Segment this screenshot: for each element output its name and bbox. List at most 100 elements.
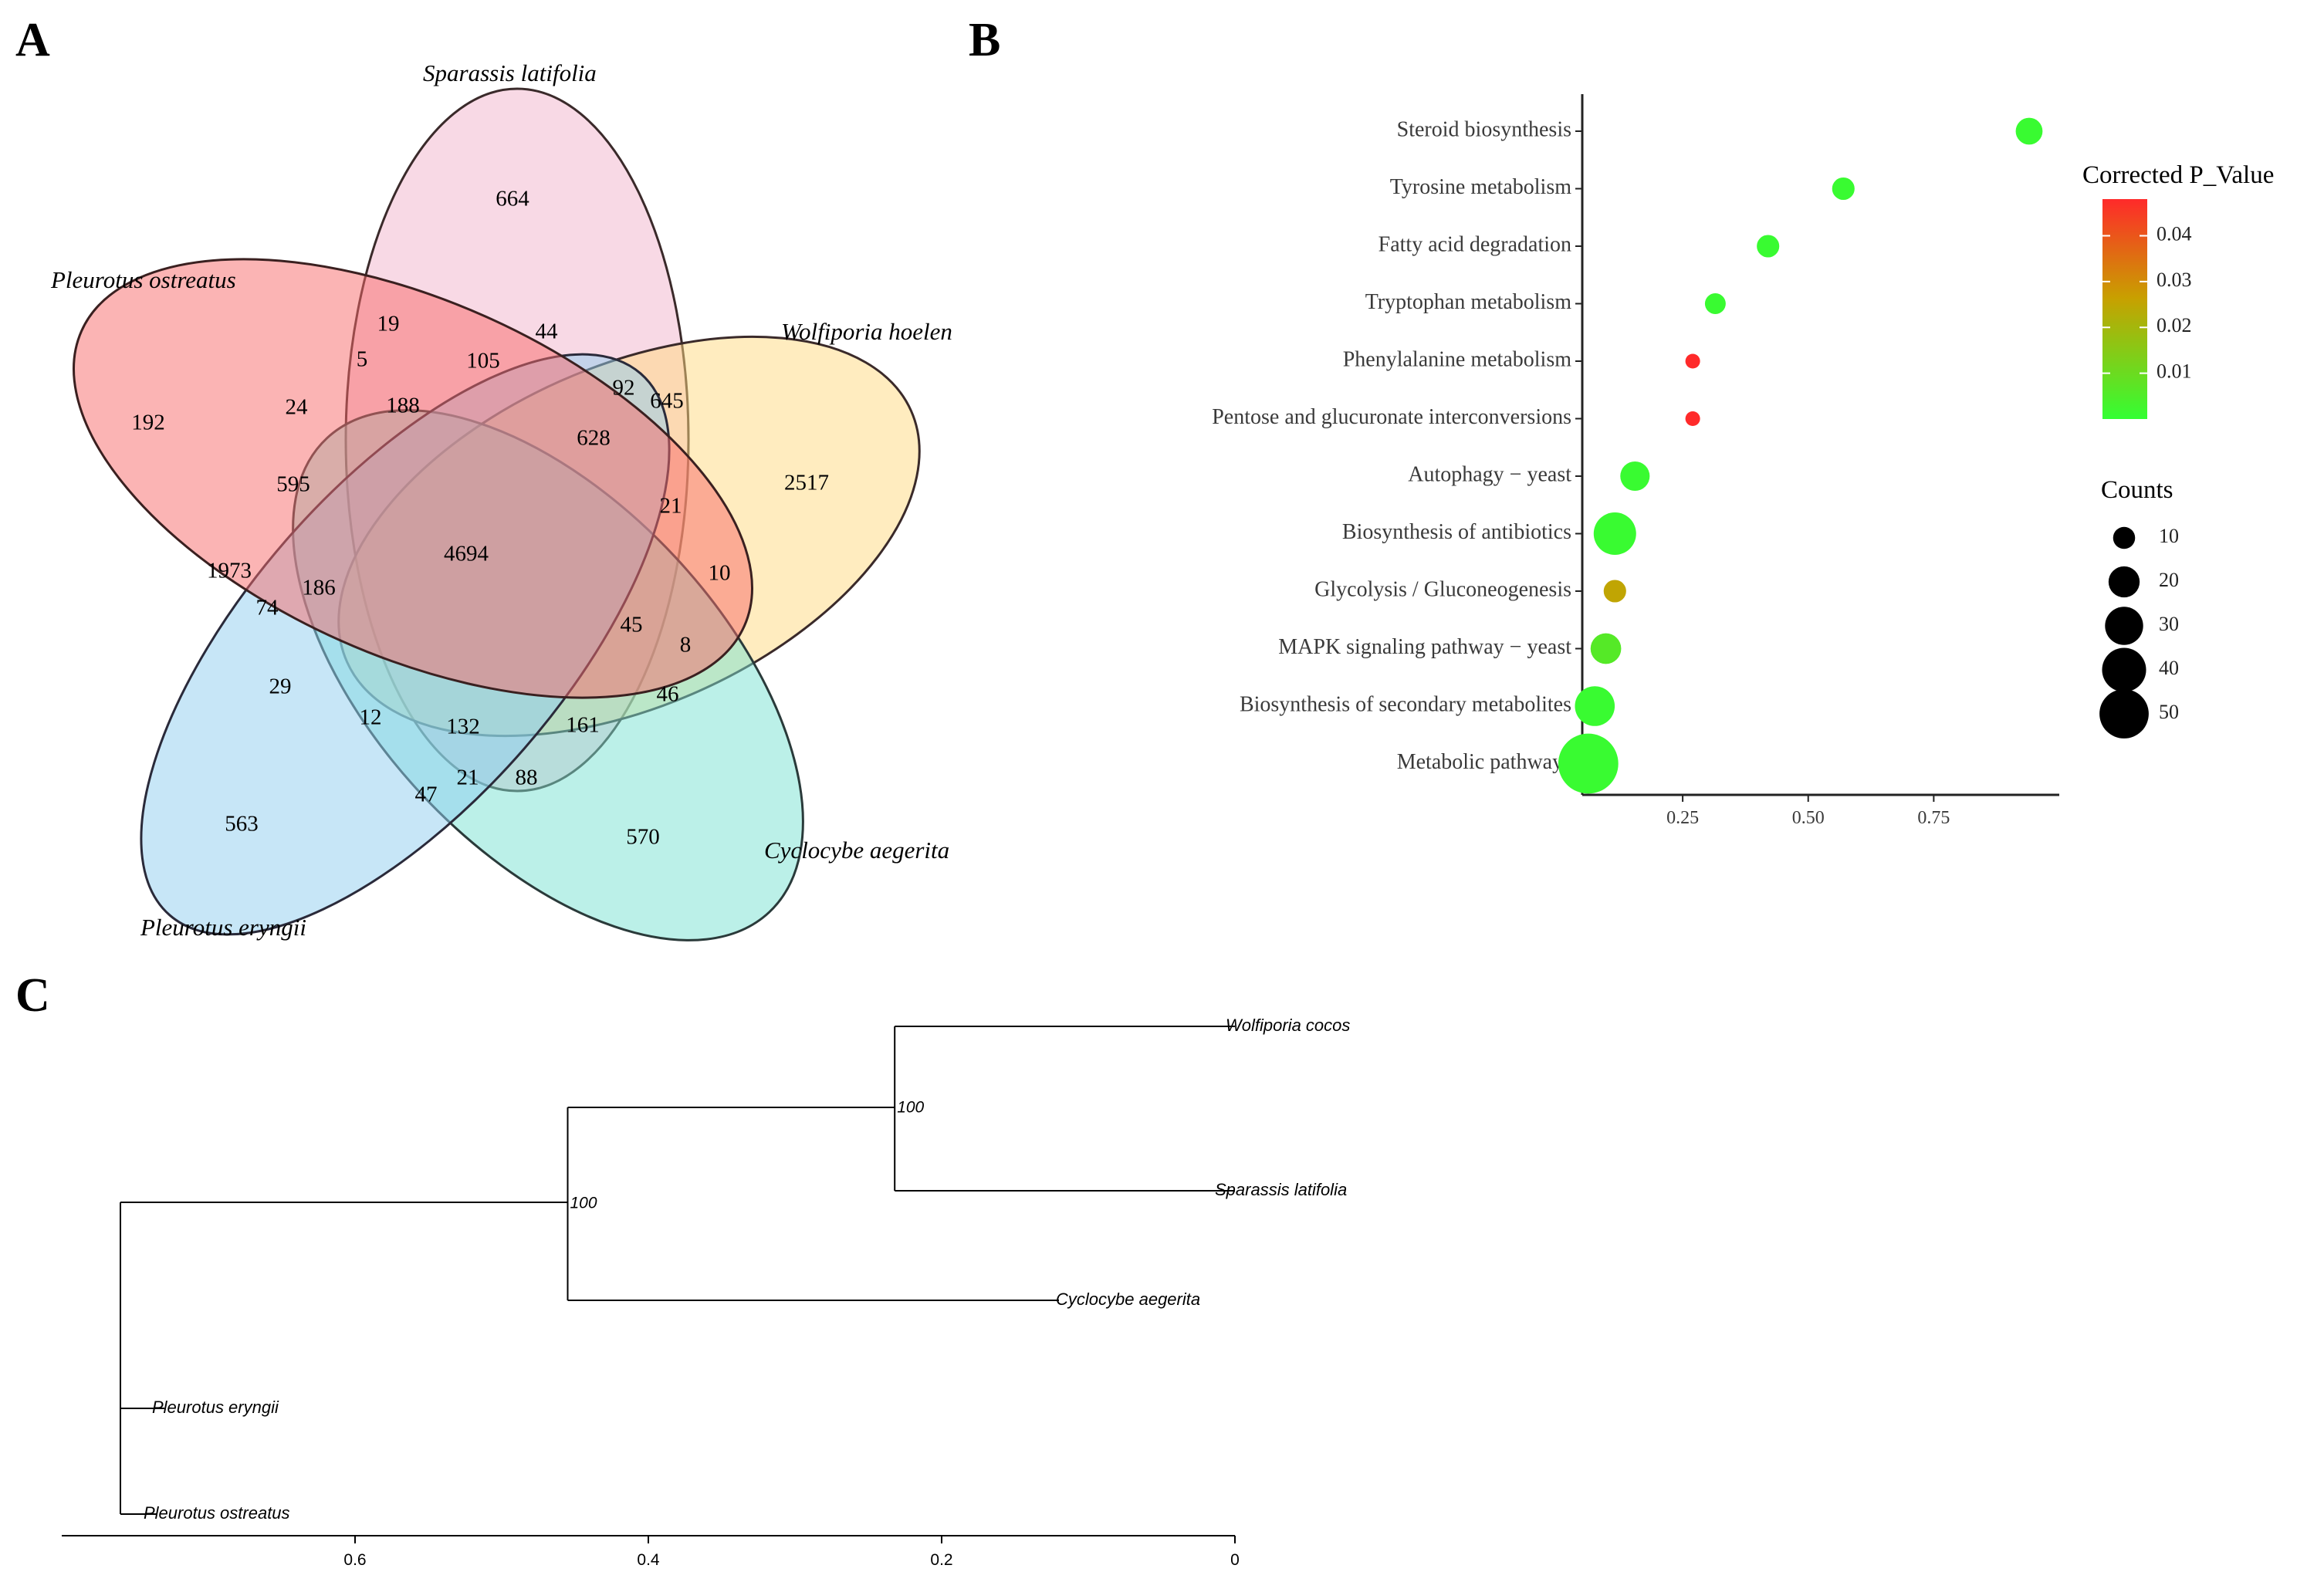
panel-a-letter: A [15, 14, 50, 66]
venn-ellipse-pleurotus-ostreatus [73, 258, 753, 699]
venn-count: 44 [536, 319, 559, 344]
venn-count: 8 [680, 633, 692, 657]
tree-scale-tick-label: 0.4 [637, 1551, 660, 1569]
enrichment-dot [1757, 235, 1780, 258]
venn-count: 161 [566, 713, 600, 738]
enrichment-dot [1590, 633, 1622, 664]
venn-count: 12 [360, 705, 382, 730]
size-legend-label: 20 [2159, 569, 2179, 591]
venn-count: 88 [516, 766, 538, 790]
tree-tip-label: Wolfiporia cocos [1226, 1016, 1350, 1035]
size-legend-label: 30 [2159, 613, 2179, 635]
enrichment-dot [1593, 512, 1636, 555]
color-legend-tick-label: 0.01 [2157, 360, 2192, 383]
venn-label-cyclocybe-aegerita: Cyclocybe aegerita [764, 837, 949, 864]
color-legend-tick-label: 0.04 [2157, 222, 2192, 245]
venn-count: 645 [650, 389, 684, 414]
size-legend-items: 10 20 30 40 50 [2099, 525, 2179, 739]
enrichment-dot [1603, 580, 1626, 603]
enrichment-dot [1832, 177, 1855, 201]
size-legend-dot [2102, 647, 2146, 692]
tree-branches [120, 1026, 1235, 1515]
pathway-label: Fatty acid degradation [1379, 232, 1571, 256]
size-legend-dot [2105, 607, 2143, 645]
pathway-label: Biosynthesis of secondary metabolites [1240, 692, 1571, 716]
enrichment-dot [1704, 293, 1726, 314]
pathway-label: Pentose and glucuronate interconversions [1212, 405, 1571, 429]
venn-count: 24 [286, 395, 309, 420]
color-legend-tick-label: 0.03 [2157, 269, 2192, 291]
venn-count: 570 [626, 825, 660, 850]
venn-count: 563 [225, 812, 259, 837]
bootstrap-label: 100 [570, 1195, 597, 1212]
color-legend-ticks: 0.04 0.03 0.02 0.01 [2102, 222, 2192, 383]
panel-c-letter: C [15, 969, 50, 1022]
tree-tip-label: Sparassis latifolia [1215, 1180, 1347, 1199]
venn-count: 4694 [444, 542, 489, 566]
venn-count: 595 [276, 472, 310, 497]
venn-label-sparassis-latifolia: Sparassis latifolia [423, 59, 597, 86]
tree-tip-label: Pleurotus ostreatus [144, 1503, 290, 1523]
x-tick-label: 0.25 [1666, 808, 1699, 828]
venn-count: 5 [357, 347, 368, 372]
venn-count: 628 [577, 426, 611, 451]
pathway-label: Glycolysis / Gluconeogenesis [1314, 577, 1571, 601]
venn-count: 192 [131, 411, 165, 435]
pathway-label: Metabolic pathways [1397, 750, 1571, 774]
x-axis-ticks: 0.25 0.50 0.75 [1666, 795, 1950, 828]
pathway-label: Autophagy − yeast [1408, 462, 1571, 486]
venn-count: 2517 [784, 471, 829, 495]
color-legend-tick-label: 0.02 [2157, 314, 2192, 336]
venn-count: 1973 [207, 559, 252, 583]
enrichment-dot [1620, 461, 1650, 492]
venn-count: 10 [709, 561, 731, 586]
enrichment-dot [1558, 733, 1619, 794]
tree-scale-tick-label: 0 [1230, 1551, 1240, 1569]
venn-count: 105 [466, 349, 500, 374]
venn-count: 47 [415, 783, 438, 807]
pathway-label: Tyrosine metabolism [1390, 175, 1571, 199]
x-tick-label: 0.50 [1792, 808, 1825, 828]
pathway-label: MAPK signaling pathway − yeast [1278, 635, 1571, 659]
venn-count: 188 [386, 394, 420, 418]
size-legend-label: 10 [2159, 525, 2179, 547]
tree-tip-label: Pleurotus eryngii [152, 1398, 279, 1417]
venn-count: 186 [302, 576, 336, 600]
venn-count: 92 [613, 376, 635, 401]
venn-count: 664 [496, 187, 529, 211]
panel-b-letter: B [969, 14, 1000, 66]
enrichment-dot [1575, 686, 1615, 726]
x-tick-label: 0.75 [1917, 808, 1950, 828]
venn-diagram: Sparassis latifolia Wolfiporia hoelen Cy… [50, 59, 952, 941]
size-legend-title: Counts [2101, 476, 2173, 504]
venn-count: 74 [256, 596, 279, 620]
pathway-label: Tryptophan metabolism [1365, 290, 1572, 314]
enrichment-dot [1685, 353, 1700, 369]
size-legend-dot [2113, 526, 2136, 549]
venn-label-wolfiporia-hoelen: Wolfiporia hoelen [781, 318, 952, 345]
size-legend: Counts 10 20 30 40 50 [2099, 476, 2179, 739]
venn-label-pleurotus-eryngii: Pleurotus eryngii [140, 914, 306, 941]
size-legend-label: 40 [2159, 657, 2179, 679]
venn-count: 21 [660, 494, 682, 519]
color-legend: Corrected P_Value 0.040.030.020.01 [2082, 161, 2274, 419]
enrichment-dot [2015, 117, 2043, 145]
size-legend-dot [2108, 566, 2140, 598]
tree-tip-label: Cyclocybe aegerita [1056, 1290, 1200, 1309]
venn-count: 132 [446, 715, 480, 739]
venn-count: 19 [377, 312, 400, 336]
size-legend-label: 50 [2159, 701, 2179, 723]
venn-label-pleurotus-ostreatus: Pleurotus ostreatus [50, 266, 236, 293]
venn-count: 45 [621, 613, 643, 637]
pathway-label: Steroid biosynthesis [1397, 117, 1571, 141]
size-legend-dot [2099, 689, 2149, 739]
bootstrap-label: 100 [897, 1099, 924, 1117]
venn-count: 21 [457, 766, 479, 790]
pathway-label: Biosynthesis of antibiotics [1342, 520, 1571, 544]
color-legend-bar [2102, 199, 2147, 419]
